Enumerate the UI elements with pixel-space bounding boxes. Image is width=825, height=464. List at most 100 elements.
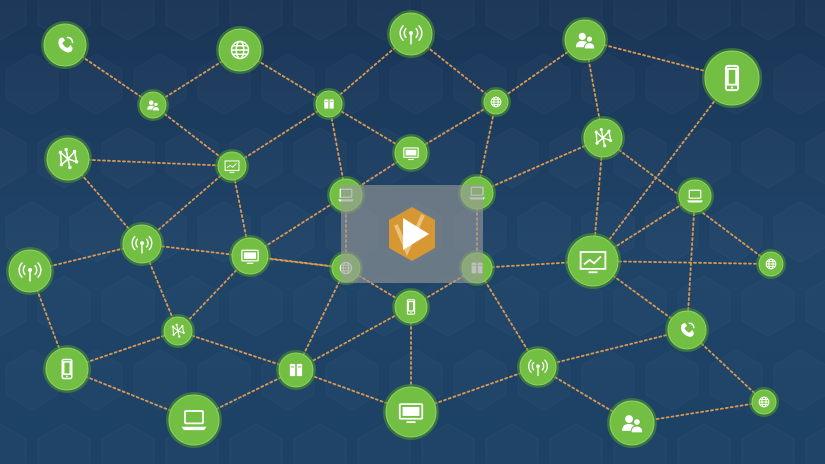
device-node bbox=[392, 134, 430, 172]
users-icon bbox=[147, 100, 160, 112]
node-circle bbox=[43, 23, 87, 67]
device-node bbox=[749, 387, 779, 417]
background-hexagon bbox=[230, 424, 282, 464]
background-hexagon bbox=[774, 350, 825, 410]
device-node bbox=[392, 288, 430, 326]
background-hexagon bbox=[806, 0, 825, 40]
laptop-icon bbox=[687, 189, 703, 203]
play-button[interactable] bbox=[341, 185, 483, 283]
device-node bbox=[6, 247, 54, 295]
mobile-device-icon bbox=[406, 299, 416, 315]
node-circle bbox=[678, 179, 712, 213]
background-hexagon bbox=[742, 424, 794, 464]
laptop-icon bbox=[181, 410, 207, 431]
node-circle bbox=[45, 347, 89, 391]
connection-line bbox=[67, 158, 143, 245]
device-node bbox=[562, 17, 608, 63]
device-node bbox=[166, 392, 222, 448]
node-circle bbox=[217, 151, 247, 181]
chart-screen-icon bbox=[224, 160, 240, 173]
phone-icon bbox=[58, 36, 74, 53]
background-hexagon bbox=[166, 0, 218, 40]
background-hexagon bbox=[614, 0, 666, 40]
broadcast-tower-icon bbox=[131, 235, 153, 254]
background-hexagon bbox=[614, 276, 666, 336]
device-node bbox=[41, 21, 89, 69]
server-icon bbox=[324, 99, 334, 109]
background-hexagon bbox=[0, 0, 26, 40]
node-circle bbox=[139, 91, 167, 119]
logo-check-mark bbox=[394, 214, 425, 257]
monitor-icon bbox=[398, 403, 424, 424]
network-hub-icon bbox=[171, 323, 185, 338]
chart-screen-icon bbox=[579, 251, 607, 274]
background-hexagon bbox=[0, 128, 26, 188]
globe-icon bbox=[758, 396, 770, 408]
background-hexagon bbox=[166, 128, 218, 188]
device-node bbox=[756, 249, 786, 279]
background-hexagon bbox=[806, 424, 825, 464]
phone-icon bbox=[681, 322, 695, 337]
connection-line bbox=[410, 33, 497, 103]
connection-line bbox=[476, 137, 604, 194]
globe-icon bbox=[230, 40, 250, 60]
node-circle bbox=[609, 400, 655, 446]
device-node bbox=[216, 26, 264, 74]
device-node bbox=[44, 135, 92, 183]
device-node bbox=[120, 222, 164, 266]
device-node bbox=[481, 87, 511, 117]
device-node bbox=[517, 346, 559, 388]
device-node bbox=[229, 235, 271, 277]
monitor-icon bbox=[241, 249, 259, 264]
background-hexagon bbox=[38, 424, 90, 464]
network-hub-icon bbox=[594, 127, 613, 148]
node-circle bbox=[278, 352, 314, 388]
device-node bbox=[565, 233, 621, 289]
background-hexagon bbox=[550, 424, 602, 464]
background-hexagon bbox=[806, 276, 825, 336]
background-hexagon bbox=[678, 0, 730, 40]
background-hexagon bbox=[294, 276, 346, 336]
device-node bbox=[581, 116, 625, 160]
connection-line bbox=[295, 306, 412, 371]
background-hexagon bbox=[486, 424, 538, 464]
connection-line bbox=[231, 103, 330, 167]
users-icon bbox=[576, 32, 596, 50]
background-hexagon bbox=[454, 350, 506, 410]
broadcast-tower-icon bbox=[528, 359, 548, 376]
mobile-device-icon bbox=[724, 64, 740, 92]
connection-line bbox=[537, 329, 688, 368]
background-hexagon bbox=[486, 276, 538, 336]
node-circle bbox=[315, 90, 343, 118]
background-hexagon bbox=[390, 54, 442, 114]
connection-line bbox=[67, 158, 233, 167]
background-hexagon bbox=[486, 0, 538, 40]
monitor-icon bbox=[403, 147, 419, 161]
connection-line bbox=[177, 330, 297, 371]
connection-line bbox=[152, 104, 233, 167]
users-icon bbox=[622, 415, 644, 434]
node-circle bbox=[564, 19, 606, 61]
device-node bbox=[665, 308, 709, 352]
network-hub-icon bbox=[58, 147, 79, 170]
device-node bbox=[607, 398, 657, 448]
background-hexagon bbox=[774, 202, 825, 262]
background-hexagon bbox=[486, 128, 538, 188]
device-node bbox=[676, 177, 714, 215]
background-hexagon bbox=[710, 202, 762, 262]
device-node bbox=[137, 89, 169, 121]
device-node bbox=[313, 88, 345, 120]
node-circle bbox=[667, 310, 707, 350]
background-hexagon bbox=[262, 54, 314, 114]
play-icon bbox=[403, 218, 429, 250]
device-node bbox=[702, 48, 762, 108]
connection-line bbox=[592, 260, 772, 265]
background-hexagon bbox=[326, 350, 378, 410]
background-hexagon bbox=[742, 276, 794, 336]
globe-icon bbox=[490, 96, 502, 108]
background-hexagon bbox=[678, 424, 730, 464]
background-hexagon bbox=[102, 0, 154, 40]
globe-icon bbox=[765, 258, 777, 270]
